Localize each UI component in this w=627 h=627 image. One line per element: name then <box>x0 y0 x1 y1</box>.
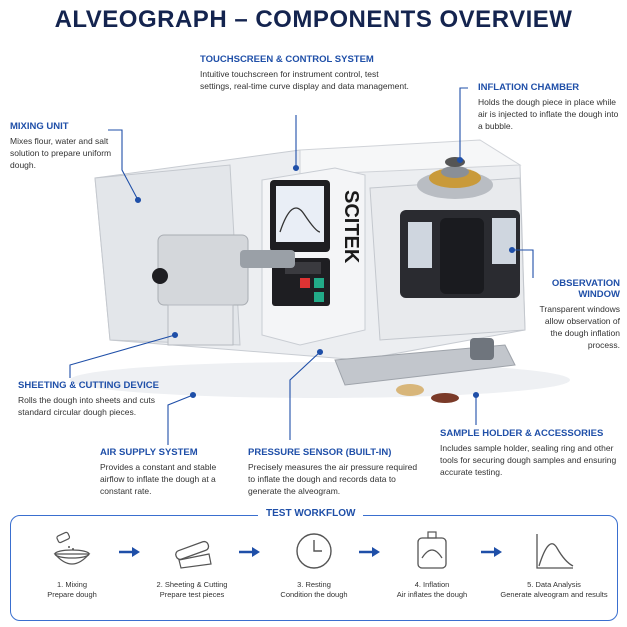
arrow-right-icon <box>359 547 380 557</box>
callout-text: Mixes flour, water and salt solution to … <box>10 136 112 170</box>
mixing-bowl-icon <box>53 531 91 565</box>
callout-title: PRESSURE SENSOR (BUILT-IN) <box>248 447 392 458</box>
callout-title: OBSERVATION WINDOW <box>551 278 620 300</box>
step-title: 5. Data Analysis <box>527 580 581 589</box>
pressure-sensor-callout: PRESSURE SENSOR (BUILT-IN) Precisely mea… <box>248 447 423 497</box>
callout-text: Holds the dough piece in place while air… <box>478 97 619 131</box>
callout-text: Includes sample holder, sealing ring and… <box>440 443 617 477</box>
arrow-right-icon <box>239 547 260 557</box>
step-desc: Prepare dough <box>47 590 97 599</box>
touchscreen-callout: TOUCHSCREEN & CONTROL SYSTEM Intuitive t… <box>200 54 410 92</box>
step-title: 2. Sheeting & Cutting <box>156 580 228 589</box>
callout-text: Precisely measures the air pressure requ… <box>248 462 418 496</box>
sample-holder-callout: SAMPLE HOLDER & ACCESSORIES Includes sam… <box>440 428 620 478</box>
callout-text: Intuitive touchscreen for instrument con… <box>200 69 409 91</box>
arrow-right-icon <box>119 547 140 557</box>
callout-title: MIXING UNIT <box>10 121 69 132</box>
step-title: 3. Resting <box>297 580 331 589</box>
clock-icon <box>296 533 332 569</box>
callout-title: SHEETING & CUTTING DEVICE <box>18 380 159 391</box>
callout-text: Rolls the dough into sheets and cuts sta… <box>18 395 156 417</box>
brand-logo: SCITEK <box>340 190 362 264</box>
observation-callout: OBSERVATION WINDOW Transparent windows a… <box>532 278 620 351</box>
callout-title: AIR SUPPLY SYSTEM <box>100 447 198 458</box>
step-desc: Prepare test pieces <box>159 590 225 599</box>
curve-chart-icon <box>536 534 574 569</box>
step-title: 1. Mixing <box>56 580 87 589</box>
callout-title: TOUCHSCREEN & CONTROL SYSTEM <box>200 54 374 65</box>
inflation-bubble-icon <box>417 531 447 569</box>
arrow-right-icon <box>481 547 502 557</box>
air-supply-callout: AIR SUPPLY SYSTEM Provides a constant an… <box>100 447 235 497</box>
step-desc: Air inflates the dough <box>396 590 468 599</box>
callout-title: INFLATION CHAMBER <box>478 82 580 93</box>
step-desc: Generate alveogram and results <box>500 590 608 599</box>
step-desc: Condition the dough <box>280 590 348 599</box>
mixing-callout: MIXING UNIT Mixes flour, water and salt … <box>10 121 120 171</box>
callout-title: SAMPLE HOLDER & ACCESSORIES <box>440 428 604 439</box>
step-title: 4. Inflation <box>414 580 450 589</box>
inflation-callout: INFLATION CHAMBER Holds the dough piece … <box>478 82 620 132</box>
callout-text: Transparent windows allow observation of… <box>539 304 620 350</box>
workflow-title: TEST WORKFLOW <box>258 508 364 519</box>
page-title: ALVEOGRAPH – COMPONENTS OVERVIEW <box>54 6 573 33</box>
sheeting-callout: SHEETING & CUTTING DEVICE Rolls the doug… <box>18 380 163 418</box>
rolling-pin-icon <box>175 540 212 569</box>
callout-text: Provides a constant and stable airflow t… <box>100 462 217 496</box>
